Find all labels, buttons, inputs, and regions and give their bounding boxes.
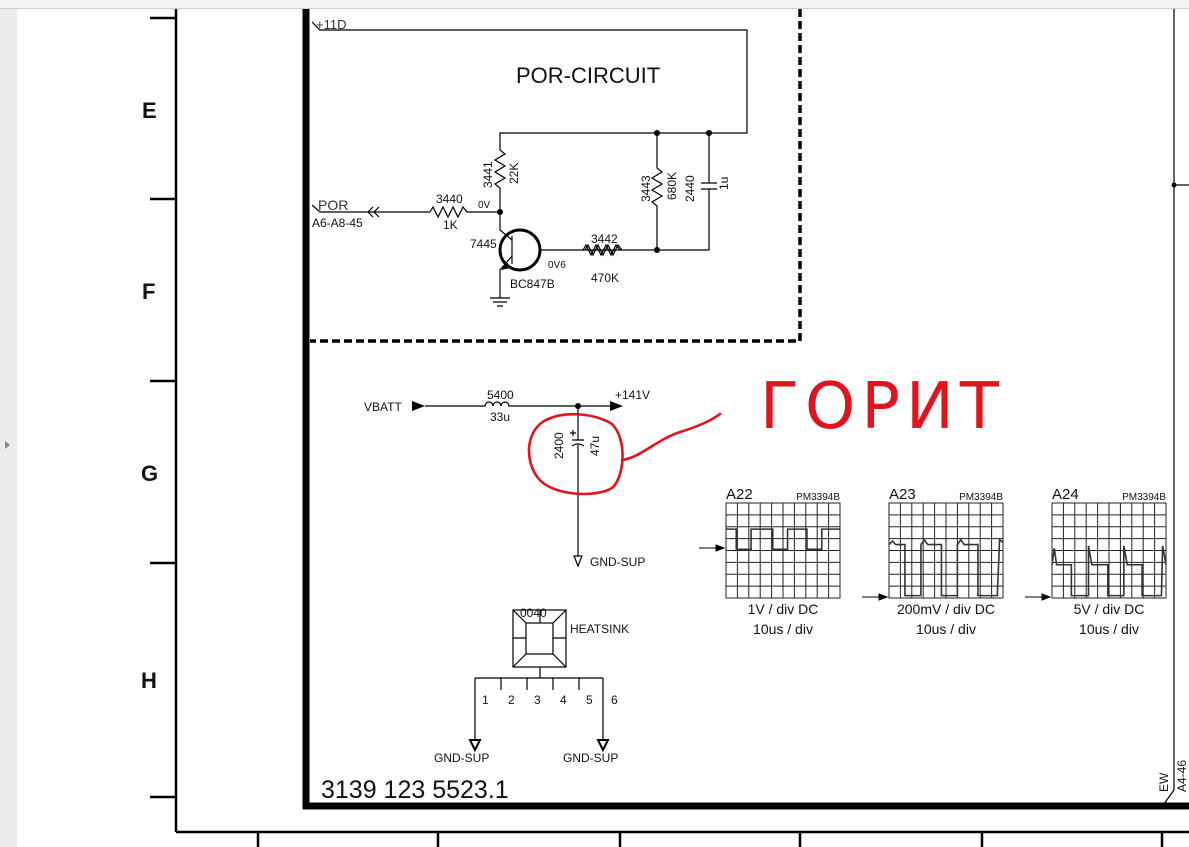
scope-id: A24 [1052, 486, 1079, 503]
l5400-ref: 5400 [487, 388, 514, 402]
pin-1: 1 [482, 693, 489, 707]
scope-volts-per-div: 5V / div DC [1074, 601, 1145, 617]
frame-border: E F G H [141, 9, 1189, 847]
row-label-h: H [141, 668, 157, 693]
scope-waveform [1051, 545, 1167, 597]
output-voltage-label: +141V [615, 388, 650, 402]
scope-a23: A23 PM3394B 200mV / div DC 10us / div [862, 486, 1004, 637]
scope-a22: A22 PM3394B 1V / div DC 10us / div [699, 486, 841, 637]
r3442-ref: 3442 [591, 232, 618, 246]
c2400-value: 47u [588, 436, 602, 456]
scope-grid [1051, 502, 1167, 599]
scope-time-per-div: 10us / div [916, 621, 976, 637]
resistor-3443 [650, 133, 664, 250]
resistor-3442 [584, 243, 623, 257]
pin-6: 6 [611, 693, 618, 707]
pin-4: 4 [560, 693, 567, 707]
heatsink-0040: 0040 HEATSINK 1 2 3 4 5 6 GND-SUP GND-SU… [434, 606, 629, 765]
side-label-a4-46: A4-46 [1175, 760, 1189, 792]
triangle-right-icon [5, 441, 10, 449]
row-label-g: G [141, 461, 158, 486]
r3442-value: 470K [591, 271, 619, 285]
por-circuit: +11D POR-CIRCUIT POR A6-A8-45 3440 1K 0V… [311, 17, 748, 307]
transistor-7445 [498, 228, 542, 272]
scope-time-per-div: 10us / div [1079, 621, 1139, 637]
scope-model: PM3394B [1122, 492, 1166, 503]
l5400-value: 33u [490, 410, 510, 424]
gnd-sup-label-1: GND-SUP [434, 751, 489, 765]
gnd-sup-label-2: GND-SUP [563, 751, 618, 765]
r3443-ref: 3443 [639, 175, 653, 202]
por-signal-ref: A6-A8-45 [312, 216, 363, 230]
collector-voltage: 0V6 [548, 260, 566, 271]
capacitor-2400 [571, 406, 585, 568]
r3440-ref: 3440 [436, 192, 463, 206]
scope-model: PM3394B [959, 492, 1003, 503]
r3441-ref: 3441 [481, 161, 495, 188]
arrow-icon [1025, 593, 1052, 601]
side-label-ew: EW [1157, 772, 1171, 792]
capacitor-2440 [540, 133, 717, 251]
pin-2: 2 [508, 693, 515, 707]
supply-11d-label: +11D [316, 17, 346, 32]
heatsink-ref: 0040 [520, 606, 547, 620]
scope-a24: A24 PM3394B 5V / div DC 10us / div [1025, 486, 1167, 637]
vbatt-label: VBATT [364, 400, 402, 414]
row-label-f: F [142, 279, 155, 304]
inductor-5400 [425, 401, 610, 407]
c2440-value: 1u [717, 177, 731, 190]
resistor-3441 [493, 149, 507, 212]
transistor-ref: 7445 [470, 237, 497, 251]
viewer-top-bar [0, 0, 1189, 9]
r3443-value: 680K [665, 172, 679, 200]
arrow-icon [699, 544, 726, 552]
resistor-3440 [429, 205, 500, 219]
por-signal-label: POR [318, 197, 348, 213]
r3441-value: 22K [507, 163, 521, 184]
scope-grid [725, 502, 841, 599]
scope-model: PM3394B [796, 492, 840, 503]
por-circuit-title: POR-CIRCUIT [516, 63, 660, 88]
scope-waveform [888, 538, 1004, 597]
scope-grid [888, 502, 1004, 599]
scope-waveform [726, 528, 840, 551]
arrow-icon [862, 593, 889, 601]
panel-border [302, 9, 1189, 810]
r3440-value: 1K [443, 218, 458, 232]
annotation-text: ГОРИТ [760, 370, 1005, 444]
c2400-ref: 2400 [552, 432, 566, 459]
drawing-number: 3139 123 5523.1 [321, 776, 509, 804]
c2440-ref: 2440 [683, 175, 697, 202]
scope-volts-per-div: 1V / div DC [748, 601, 819, 617]
scope-id: A22 [726, 486, 753, 503]
heatsink-label: HEATSINK [570, 622, 629, 636]
pin-5: 5 [586, 693, 593, 707]
transistor-type: BC847B [510, 277, 555, 291]
red-annotation: ГОРИТ [527, 370, 1005, 496]
gnd-sup-label: GND-SUP [590, 555, 645, 569]
row-label-e: E [142, 98, 157, 123]
supply-filter: VBATT 5400 33u +141V 2400 47u GND-SUP [364, 388, 650, 569]
scope-time-per-div: 10us / div [753, 621, 813, 637]
scope-volts-per-div: 200mV / div DC [897, 601, 995, 617]
viewer-side-panel-toggle[interactable] [0, 9, 17, 847]
base-voltage: 0V [478, 200, 491, 211]
scope-id: A23 [889, 486, 916, 503]
pin-3: 3 [534, 693, 541, 707]
